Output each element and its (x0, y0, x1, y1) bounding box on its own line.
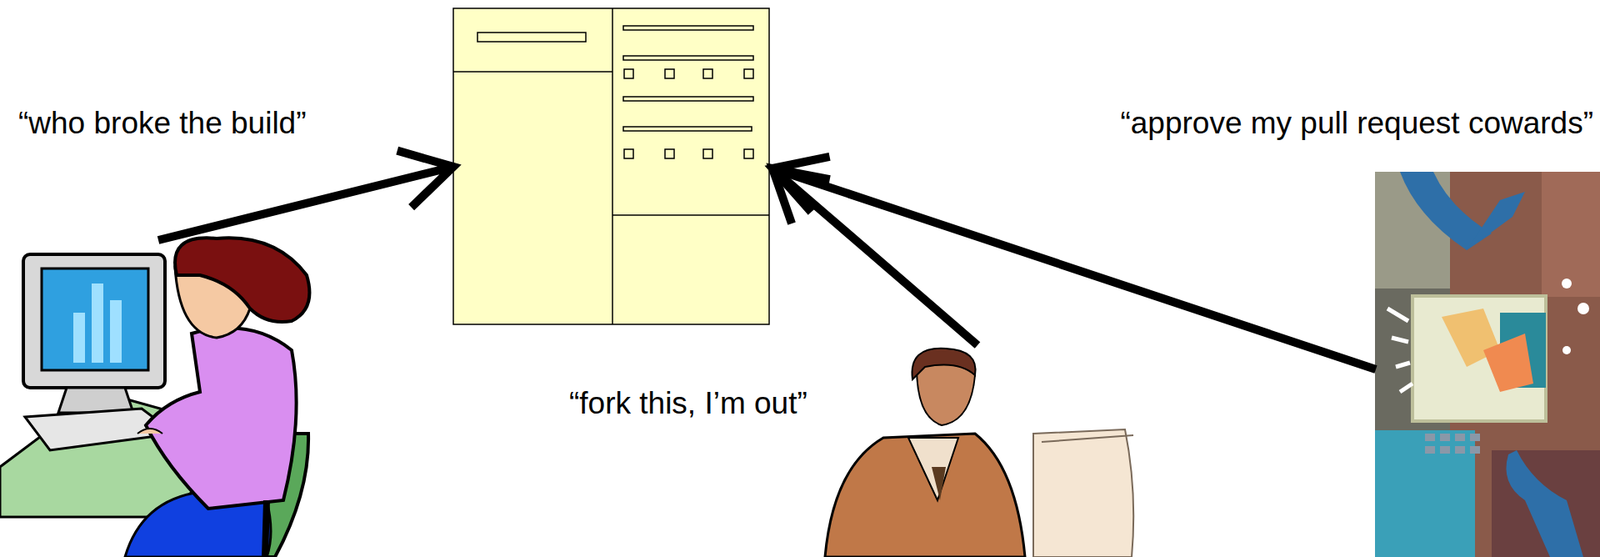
collage-clipart-part-part (1395, 362, 1410, 367)
collage-clipart-part (1506, 450, 1585, 557)
woman-clipart-part (265, 500, 267, 557)
man-clipart-part (825, 433, 1025, 557)
form-sheet-part (453, 8, 770, 325)
collage-clipart-part-part (1440, 445, 1450, 454)
form-sheet-part (744, 149, 754, 159)
collage-clipart (1375, 171, 1600, 557)
man-clipart (825, 348, 1134, 557)
collage-clipart-part (1541, 171, 1600, 297)
form-sheet-part (623, 126, 752, 131)
form-sheet (453, 8, 770, 325)
collage-clipart-part-part (1440, 433, 1450, 441)
collage-clipart-part (1375, 171, 1600, 557)
man-clipart-part (912, 348, 976, 380)
collage-clipart-part (1387, 308, 1413, 392)
man-clipart-part (931, 466, 946, 500)
arrow (772, 156, 1376, 370)
collage-clipart-part-part (1470, 433, 1480, 441)
form-sheet-part (623, 25, 754, 30)
woman-clipart-part (23, 254, 165, 388)
speech-quote: “fork this, I’m out” (569, 385, 808, 422)
woman-clipart-part (41, 268, 149, 370)
form-sheet-part (744, 69, 754, 79)
form-sheet-part (665, 69, 675, 79)
collage-clipart-part-part (1455, 433, 1465, 441)
woman-clipart-part (145, 327, 297, 509)
form-sheet-part (611, 8, 614, 325)
form-sheet-part (624, 69, 634, 79)
collage-clipart-part (1561, 278, 1590, 355)
collage-clipart-part (1491, 450, 1600, 557)
collage-clipart-part-part (1561, 278, 1572, 289)
collage-clipart-part-part (1391, 337, 1409, 342)
woman-clipart-part (110, 300, 122, 363)
collage-clipart-part (1412, 295, 1546, 421)
collage-clipart-part (1483, 333, 1534, 392)
form-sheet-part (477, 32, 586, 42)
collage-clipart-part-part (1577, 302, 1590, 315)
collage-clipart-part-part (1400, 383, 1413, 392)
form-sheet-part (623, 96, 754, 101)
form-sheet-part (703, 69, 713, 79)
form-sheet-part (665, 149, 675, 159)
woman-clipart-part (137, 428, 163, 434)
collage-clipart-part-part (1455, 445, 1465, 454)
woman-clipart-part (73, 312, 85, 363)
man-clipart-part (908, 437, 959, 500)
speech-quote: “approve my pull request cowards” (1120, 105, 1594, 142)
form-sheet-part (623, 55, 754, 60)
arrow (772, 168, 978, 345)
collage-clipart-part-part (1425, 445, 1435, 454)
woman-clipart-part (175, 237, 310, 322)
arrow (158, 150, 454, 240)
woman-clipart-part (25, 408, 175, 450)
form-sheet-part (453, 70, 613, 73)
form-sheet-part (612, 214, 770, 216)
collage-clipart-part (1425, 433, 1480, 454)
collage-clipart-part-part (1387, 308, 1409, 321)
man-clipart-part (1041, 435, 1134, 442)
woman-clipart (0, 237, 310, 557)
collage-clipart-part (1466, 191, 1525, 250)
form-sheet-part (624, 149, 634, 159)
collage-clipart-part-part (1470, 445, 1480, 454)
arrow-group (158, 150, 1376, 370)
speech-quote: “who broke the build” (18, 105, 307, 142)
collage-clipart-part (1375, 430, 1475, 557)
collage-clipart-part-part (1425, 433, 1435, 441)
woman-clipart-part (91, 283, 104, 363)
form-sheet-part (703, 149, 713, 159)
collage-clipart-part-part (1562, 345, 1571, 355)
man-clipart-part (1033, 429, 1134, 557)
